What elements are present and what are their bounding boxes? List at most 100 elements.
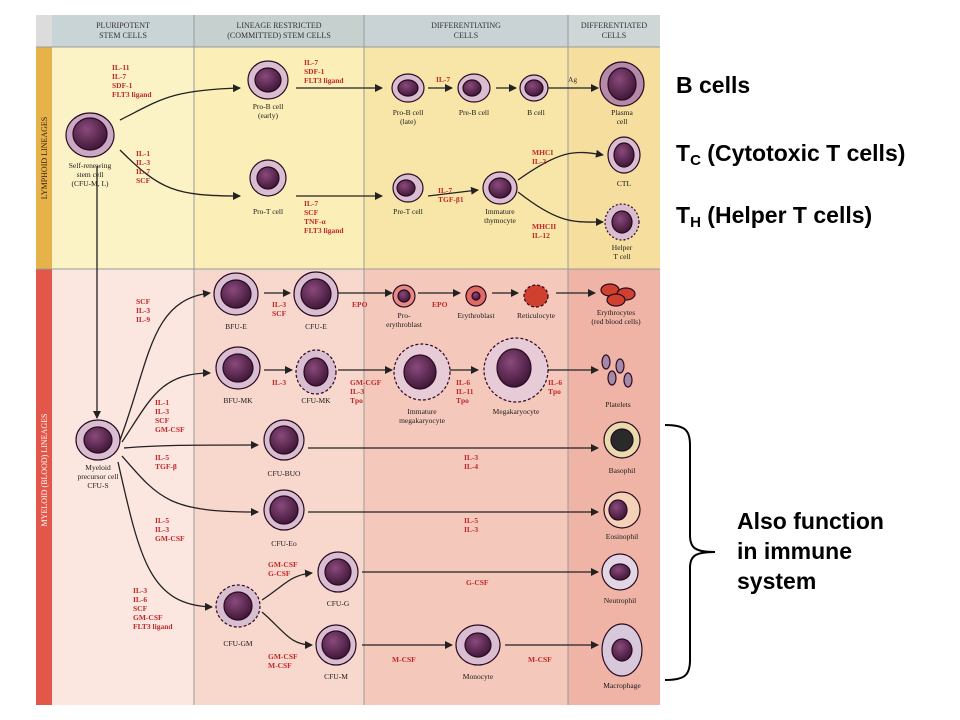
pro-b-late-label-1: Pro-B cell <box>393 108 424 117</box>
helper-label-1: Helper <box>612 243 633 252</box>
factor-stem-lymph-4: FLT3 ligand <box>112 90 152 99</box>
header-lineage-2: (COMMITTED) STEM CELLS <box>227 31 331 40</box>
header-pluripotent-1: PLURIPOTENT <box>96 21 150 30</box>
plasma-label-1: Plasma <box>611 108 633 117</box>
factor-eosinophil-1: IL-5 <box>464 516 478 525</box>
factor-buo-1: IL-5 <box>155 453 169 462</box>
platelets-label: Platelets <box>605 400 630 409</box>
factor-gm-4: GM-CSF <box>133 613 163 622</box>
cfu-g-label: CFU-G <box>327 599 350 608</box>
factor-to-pro-t-4: SCF <box>136 176 151 185</box>
immune-line-1: Also function <box>737 508 884 534</box>
factor-pre-t-1: IL-7 <box>438 186 452 195</box>
factor-mega1-3: Tpo <box>350 396 363 405</box>
stem-cell-label-3: (CFU-M, L) <box>71 179 109 188</box>
header-differentiating-1: DIFFERENTIATING <box>431 21 501 30</box>
imm-mega-label-2: megakaryocyte <box>399 416 445 425</box>
factor-epo-2: EPO <box>432 300 448 309</box>
pro-b-early-label-1: Pro-B cell <box>253 102 284 111</box>
factor-pro-t-1: IL-7 <box>304 199 318 208</box>
th-text: (Helper T cells) <box>700 202 873 228</box>
factor-g-2: G-CSF <box>268 569 291 578</box>
factor-buo-2: TGF-β <box>155 462 177 471</box>
factor-cfu-e-1: IL-3 <box>272 300 286 309</box>
immune-line-3: system <box>737 568 817 594</box>
myeloid-label-2: precursor cell <box>77 472 118 481</box>
tc-label: TC (Cytotoxic T cells) <box>676 140 905 169</box>
factor-to-bfu-e-3: IL-9 <box>136 315 150 324</box>
factor-stem-lymph-2: IL-7 <box>112 72 126 81</box>
factor-ctl-2: IL-2 <box>532 157 546 166</box>
factor-basophil-2: IL-4 <box>464 462 478 471</box>
bfu-e-label: BFU-E <box>225 322 247 331</box>
factor-to-mk-2: IL-3 <box>155 407 169 416</box>
erythrocytes-label-1: Erythrocytes <box>597 308 635 317</box>
immune-brace <box>664 424 716 681</box>
factor-pro-t-4: FLT3 ligand <box>304 226 344 235</box>
factor-to-pro-t-3: IL-7 <box>136 167 150 176</box>
factor-monocyte: M-CSF <box>392 655 416 664</box>
factor-gm-5: FLT3 ligand <box>133 622 173 631</box>
stem-cell-label-2: stem cell <box>77 170 104 179</box>
factor-to-pro-t-1: IL-1 <box>136 149 150 158</box>
factor-eo-3: GM-CSF <box>155 534 185 543</box>
macrophage-label: Macrophage <box>603 681 641 690</box>
tc-text: (Cytotoxic T cells) <box>700 140 906 166</box>
cfu-mk-label: CFU-MK <box>301 396 331 405</box>
cfu-e-label: CFU-E <box>305 322 327 331</box>
erythrocytes-label-2: (red blood cells) <box>591 317 641 326</box>
factor-pre-t-2: TGF-β1 <box>438 195 464 204</box>
factor-pro-t-3: TNF-α <box>304 217 326 226</box>
neutrophil-label: Neutrophil <box>604 596 637 605</box>
factor-helper-1: MHCII <box>532 222 556 231</box>
myeloid-label-1: Myeloid <box>85 463 111 472</box>
header-differentiated-1: DIFFERENTIATED <box>581 21 647 30</box>
header-differentiated-2: CELLS <box>602 31 626 40</box>
header-lineage-1: LINEAGE RESTRICTED <box>236 21 321 30</box>
header-differentiating-2: CELLS <box>454 31 478 40</box>
thymocyte-label-2: thymocyte <box>484 216 516 225</box>
megakaryocyte-label: Megakaryocyte <box>493 407 540 416</box>
cfu-m-label: CFU-M <box>324 672 348 681</box>
pre-t-label: Pre-T cell <box>393 207 423 216</box>
factor-to-mk-3: SCF <box>155 416 170 425</box>
pro-t-label: Pro-T cell <box>253 207 283 216</box>
factor-ctl-1: MHCI <box>532 148 553 157</box>
immune-line-2: in immune <box>737 538 853 564</box>
pre-b-label: Pre-B cell <box>459 108 489 117</box>
lymphoid-lineages-label: LYMPHOID LINEAGES <box>40 117 49 200</box>
myeloid-lineages-label: MYELOID (BLOOD) LINEAGES <box>40 414 49 527</box>
factor-epo-1: EPO <box>352 300 368 309</box>
immune-function-label: Also function in immune system <box>737 506 884 596</box>
header-pluripotent-2: STEM CELLS <box>99 31 147 40</box>
monocyte-label: Monocyte <box>463 672 494 681</box>
factor-m-1: GM-CSF <box>268 652 298 661</box>
erythroblast-label: Erythroblast <box>457 311 495 320</box>
cfu-buo-label: CFU-BUO <box>268 469 302 478</box>
pro-b-early-label-2: (early) <box>258 111 278 120</box>
tc-sub: C <box>690 152 701 169</box>
plasma-label-2: cell <box>617 117 628 126</box>
factor-plasma-ag: Ag <box>568 75 577 84</box>
factor-b-il7: IL-7 <box>436 75 450 84</box>
factor-to-bfu-e-1: SCF <box>136 297 151 306</box>
cfu-gm-label: CFU-GM <box>223 639 253 648</box>
factor-eo-2: IL-3 <box>155 525 169 534</box>
proerythroblast-label-2: erythroblast <box>386 320 423 329</box>
imm-mega-label-1: Immature <box>407 407 437 416</box>
factor-gm-2: IL-6 <box>133 595 147 604</box>
factor-mega2-1: IL-6 <box>456 378 470 387</box>
factor-to-bfu-e-2: IL-3 <box>136 306 150 315</box>
factor-pro-b-3: FLT3 ligand <box>304 76 344 85</box>
factor-mega2-2: IL-11 <box>456 387 474 396</box>
th-label: TH (Helper T cells) <box>676 202 872 231</box>
factor-eo-1: IL-5 <box>155 516 169 525</box>
b-cell-label: B cell <box>527 108 545 117</box>
stem-cell-label-1: Self-renewing <box>69 161 112 170</box>
factor-gm-3: SCF <box>133 604 148 613</box>
myeloid-label-3: CFU-S <box>87 481 108 490</box>
factor-m-2: M-CSF <box>268 661 292 670</box>
factor-to-mk-1: IL-1 <box>155 398 169 407</box>
factor-pro-b-1: IL-7 <box>304 58 318 67</box>
factor-pro-b-2: SDF-1 <box>304 67 325 76</box>
